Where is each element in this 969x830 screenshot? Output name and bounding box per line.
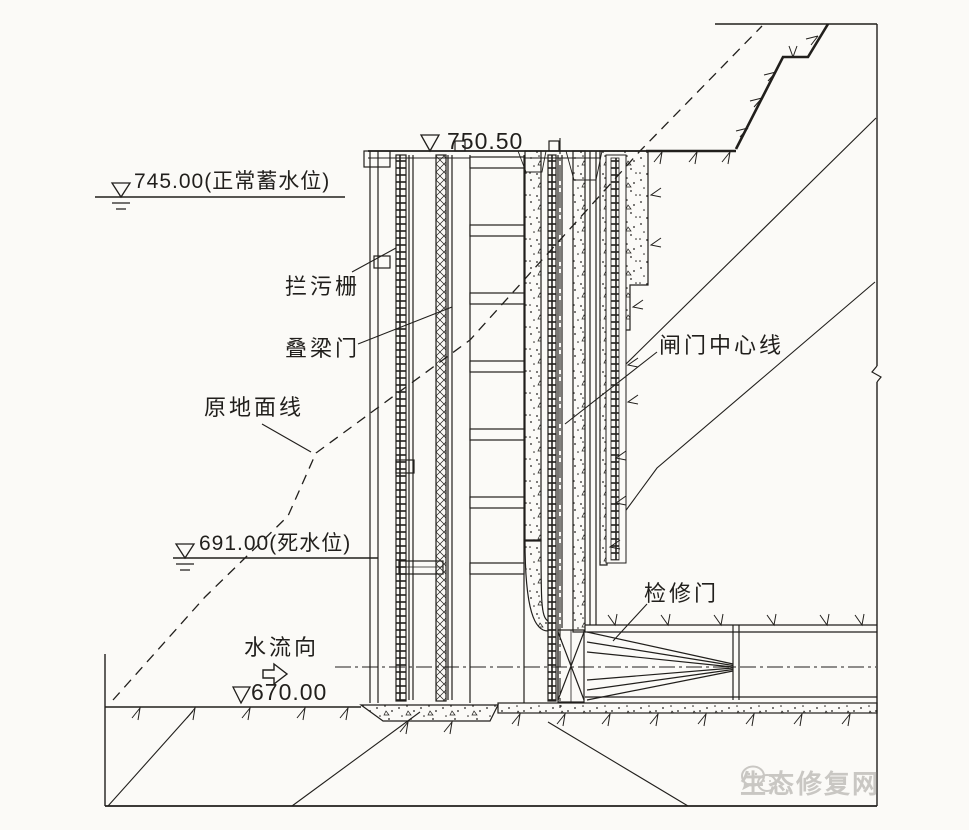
trash-rack-label: 拦污栅 xyxy=(285,274,361,299)
stoplog-gate-label: 叠梁门 xyxy=(285,336,361,361)
gate-centerline-label: 闸门中心线 xyxy=(659,333,785,358)
leader-lines xyxy=(261,247,658,642)
water-level-icons xyxy=(95,134,441,705)
elevation-dead-pool-label: 691.00(死水位) xyxy=(199,532,352,555)
original-ground-label: 原地面线 xyxy=(204,395,305,420)
outlet-conduit xyxy=(585,613,877,701)
site-watermark: 生态修复网 xyxy=(740,764,880,801)
flow-arrow-icon xyxy=(262,662,289,686)
maintenance-gate-label: 检修门 xyxy=(644,581,720,606)
ground-and-foundation xyxy=(105,702,878,735)
water-level-icon-750 xyxy=(419,134,441,153)
water-level-icon-745 xyxy=(95,182,345,210)
elevation-crest-label: 750.50 xyxy=(447,128,524,154)
elevation-floor-label: 670.00 xyxy=(251,679,328,705)
maintenance-gate-leaf xyxy=(557,629,585,703)
intake-tower xyxy=(363,140,662,703)
elevation-normal-pool-label: 745.00(正常蓄水位) xyxy=(134,170,331,193)
flow-direction-label: 水流向 xyxy=(244,635,320,660)
original-ground-line xyxy=(112,25,763,701)
rock-excavation-lines xyxy=(107,710,689,807)
water-level-icon-691 xyxy=(173,543,378,571)
water-level-icon-670 xyxy=(231,686,252,705)
centerlines xyxy=(335,138,876,708)
excavation-slope xyxy=(612,23,877,529)
wechat-logo-icon xyxy=(741,765,777,792)
drawing-borders xyxy=(104,23,882,807)
